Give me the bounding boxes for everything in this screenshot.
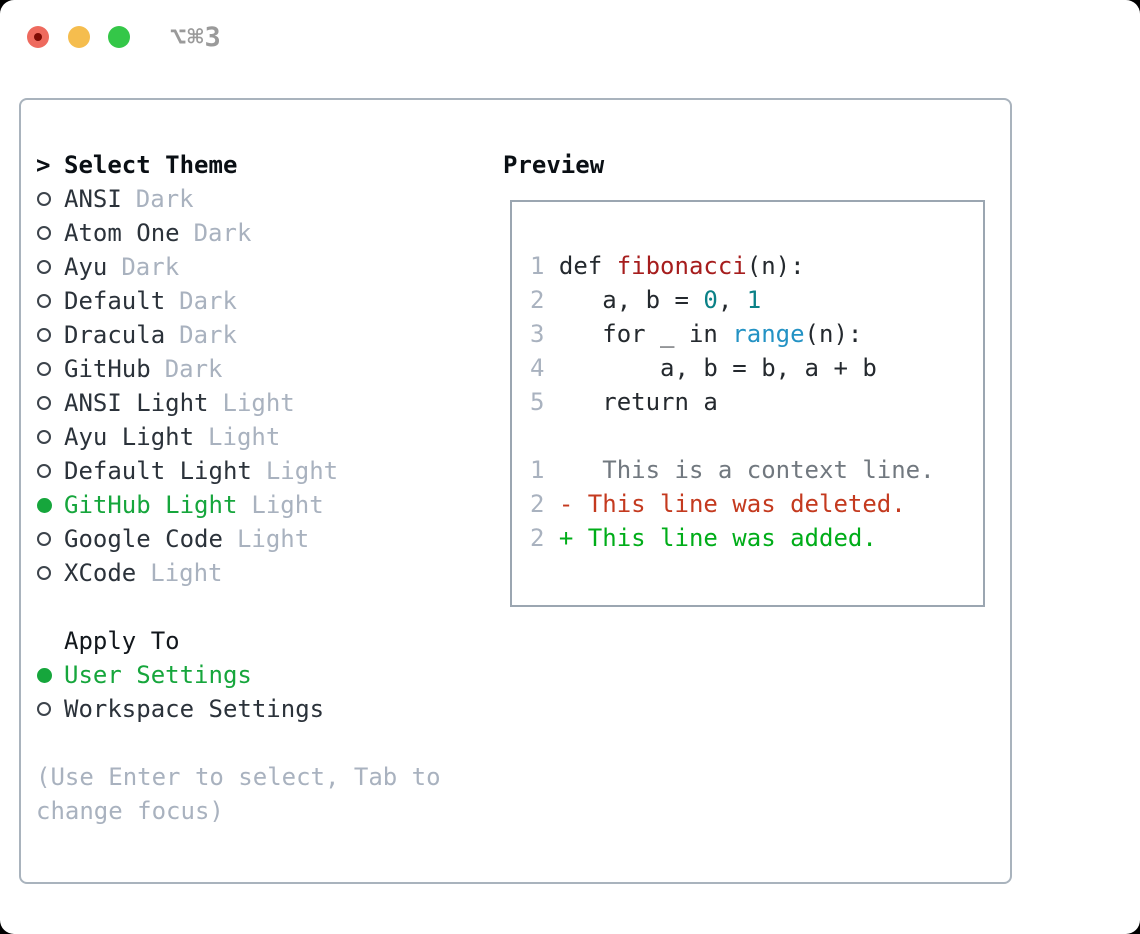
radio-icon bbox=[37, 532, 51, 546]
focus-prompt-icon: > bbox=[36, 151, 51, 179]
radio-icon bbox=[37, 328, 51, 342]
radio-icon bbox=[37, 260, 51, 274]
radio-icon bbox=[37, 464, 51, 478]
line-number: 5 bbox=[530, 388, 545, 416]
spacer bbox=[36, 590, 441, 624]
keyboard-hint-line2: change focus) bbox=[36, 797, 224, 825]
close-button[interactable] bbox=[27, 26, 49, 48]
builtin-call-token: range bbox=[732, 320, 805, 348]
theme-variant-label: Light bbox=[251, 491, 324, 519]
theme-variant-label: Dark bbox=[121, 253, 180, 281]
radio-icon bbox=[37, 362, 51, 376]
preview-pane: 1 def fibonacci(n): 2 a, b = 0, 1 3 for … bbox=[510, 200, 985, 607]
radio-icon bbox=[37, 226, 51, 240]
radio-selected-icon bbox=[37, 498, 52, 513]
line-number: 2 bbox=[530, 286, 545, 314]
radio-icon bbox=[37, 294, 51, 308]
diff-added-line: 2 + This line was added. bbox=[530, 524, 877, 552]
preview-title: Preview bbox=[503, 151, 605, 179]
radio-icon bbox=[37, 430, 51, 444]
preview-code: 1 def fibonacci(n): 2 a, b = 0, 1 3 for … bbox=[512, 202, 983, 555]
keyboard-hint-line1: (Use Enter to select, Tab to bbox=[36, 763, 441, 791]
line-number: 2 bbox=[530, 524, 545, 552]
theme-variant-label: Light bbox=[150, 559, 223, 587]
theme-variant-label: Dark bbox=[179, 321, 237, 349]
theme-variant-label: Dark bbox=[164, 355, 223, 383]
line-number: 1 bbox=[530, 456, 545, 484]
window-shortcut-label: ⌥⌘3 bbox=[170, 22, 222, 53]
radio-selected-icon bbox=[37, 668, 52, 683]
line-number: 4 bbox=[530, 354, 545, 382]
theme-variant-label: Dark bbox=[135, 185, 194, 213]
theme-variant-label: Light bbox=[236, 525, 310, 553]
code-line: 3 for _ in range(n): bbox=[530, 320, 863, 348]
close-dot-icon bbox=[34, 33, 42, 41]
theme-variant-label: Light bbox=[265, 457, 339, 485]
line-number: 2 bbox=[530, 490, 545, 518]
function-name-token: fibonacci bbox=[616, 252, 747, 280]
theme-variant-label: Dark bbox=[193, 219, 252, 247]
theme-variant-label: Dark bbox=[179, 287, 237, 315]
zoom-button[interactable] bbox=[108, 26, 130, 48]
theme-variant-label: Light bbox=[222, 389, 295, 417]
number-token: 1 bbox=[746, 286, 762, 314]
apply-to-header: Apply To bbox=[64, 627, 180, 655]
radio-icon bbox=[37, 566, 51, 580]
radio-icon bbox=[37, 702, 51, 716]
select-theme-header: > Select Theme bbox=[36, 148, 441, 182]
code-line: 4 a, b = b, a + b bbox=[530, 354, 877, 382]
diff-context-line: 1 This is a context line. bbox=[530, 456, 935, 484]
diff-deleted-line: 2 - This line was deleted. bbox=[530, 490, 906, 518]
code-line: 2 a, b = 0, 1 bbox=[530, 286, 762, 314]
select-theme-title: Select Theme bbox=[64, 151, 238, 179]
apply-option-workspace-settings[interactable]: Workspace Settings bbox=[36, 692, 441, 726]
number-token: 0 bbox=[703, 286, 718, 314]
minimize-button[interactable] bbox=[68, 26, 90, 48]
apply-option-user-settings[interactable]: User Settings bbox=[36, 658, 441, 692]
line-number: 3 bbox=[530, 320, 545, 348]
radio-icon bbox=[37, 192, 51, 206]
line-number: 1 bbox=[530, 252, 545, 280]
spacer bbox=[36, 726, 441, 760]
radio-icon bbox=[37, 396, 51, 410]
code-line: 5 return a bbox=[530, 388, 718, 416]
code-line: 1 def fibonacci(n): bbox=[530, 252, 805, 280]
theme-variant-label: Light bbox=[208, 423, 281, 451]
